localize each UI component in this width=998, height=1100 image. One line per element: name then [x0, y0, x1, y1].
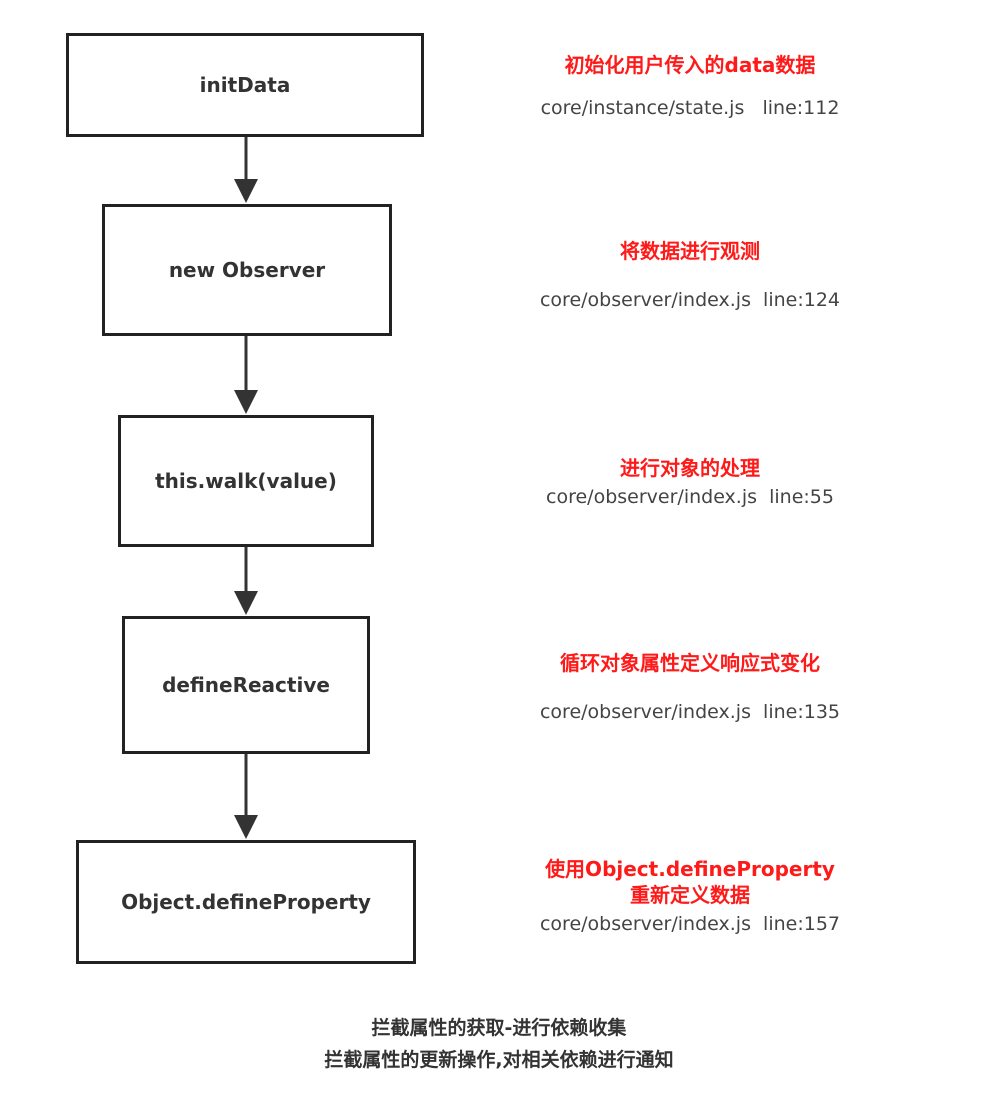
- note-walk-path: core/observer/index.js line:55: [546, 486, 834, 508]
- node-define-reactive: defineReactive: [122, 616, 370, 754]
- node-init-data: initData: [66, 33, 424, 137]
- note-observer-title: 将数据进行观测: [620, 239, 760, 263]
- arrow-walk-to-reactive: [234, 547, 258, 615]
- note-define-property: 使用Object.defineProperty 重新定义数据 core/obse…: [470, 856, 910, 938]
- node-this-walk-label: this.walk(value): [155, 469, 337, 493]
- note-walk-title: 进行对象的处理: [620, 456, 760, 480]
- node-object-define-property: Object.defineProperty: [76, 840, 416, 964]
- node-define-reactive-label: defineReactive: [162, 673, 330, 697]
- node-init-data-label: initData: [199, 73, 291, 97]
- note-define-property-path: core/observer/index.js line:157: [539, 913, 841, 935]
- node-new-observer: new Observer: [102, 204, 392, 336]
- footer-line-1: 拦截属性的获取-进行依赖收集: [371, 1017, 627, 1039]
- note-define-reactive: 循环对象属性定义响应式变化 core/observer/index.js lin…: [470, 650, 910, 726]
- node-new-observer-label: new Observer: [168, 258, 326, 282]
- note-define-property-title: 使用Object.defineProperty: [545, 857, 835, 881]
- note-define-reactive-title: 循环对象属性定义响应式变化: [560, 651, 820, 675]
- note-observer: 将数据进行观测 core/observer/index.js line:124: [470, 238, 910, 314]
- arrow-observer-to-walk: [234, 336, 258, 414]
- note-walk: 进行对象的处理 core/observer/index.js line:55: [470, 455, 910, 511]
- arrow-init-to-observer: [234, 137, 258, 203]
- node-this-walk: this.walk(value): [118, 415, 374, 547]
- footer-line-2: 拦截属性的更新操作,对相关依赖进行通知: [324, 1049, 674, 1071]
- arrow-reactive-to-define-property: [234, 754, 258, 839]
- node-object-define-property-label: Object.defineProperty: [121, 890, 371, 914]
- note-init-data-path: core/instance/state.js line:112: [540, 97, 840, 119]
- note-init-data-title: 初始化用户传入的data数据: [564, 53, 816, 77]
- note-init-data: 初始化用户传入的data数据 core/instance/state.js li…: [470, 52, 910, 122]
- note-define-reactive-path: core/observer/index.js line:135: [539, 701, 841, 723]
- note-observer-path: core/observer/index.js line:124: [539, 289, 841, 311]
- note-define-property-title-2: 重新定义数据: [630, 883, 750, 907]
